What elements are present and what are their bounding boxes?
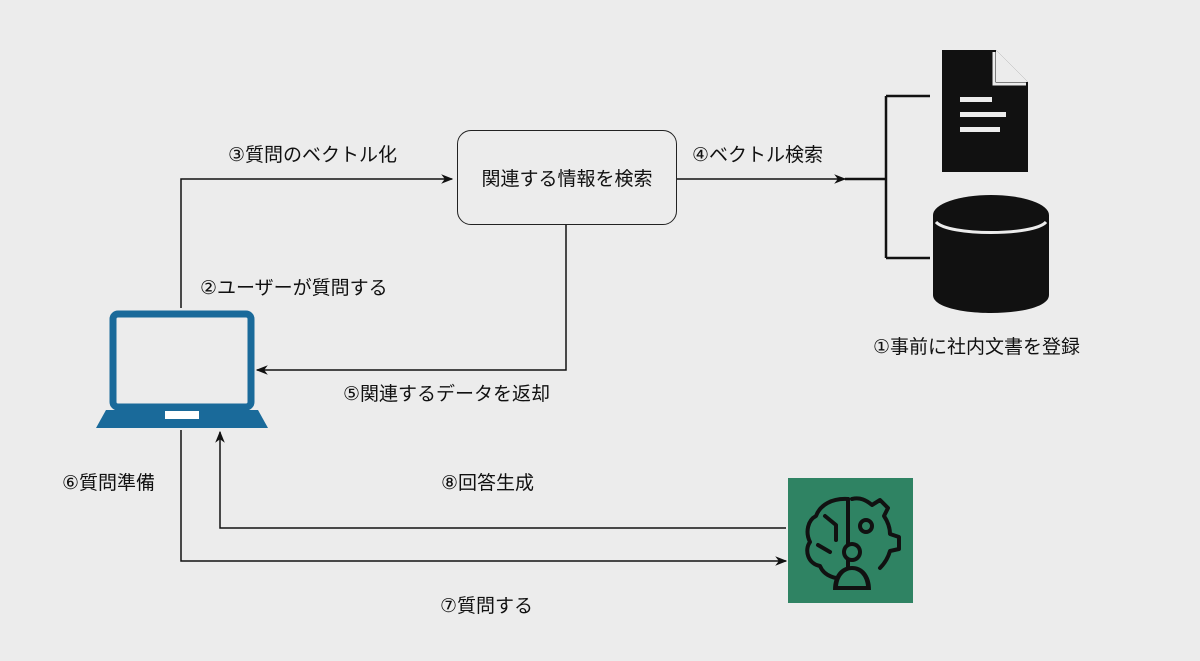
label-step2: ②ユーザーが質問する <box>200 277 388 299</box>
document-icon <box>942 50 1028 172</box>
process-box-label: 関連する情報を検索 <box>481 168 653 190</box>
arrow-step7-ask <box>180 430 788 566</box>
laptop-icon <box>96 310 268 428</box>
label-step5: ⑤関連するデータを返却 <box>343 383 551 405</box>
process-box-search: 関連する情報を検索 <box>457 130 677 225</box>
arrow-step3-vectorize <box>180 174 454 308</box>
ai-brain-gear-icon <box>788 478 913 603</box>
label-step8: ⑧回答生成 <box>441 472 535 494</box>
label-step3: ③質問のベクトル化 <box>228 144 398 166</box>
database-icon <box>933 195 1049 313</box>
storage-bracket <box>845 94 930 260</box>
arrow-step8-answer <box>215 430 786 529</box>
label-step6: ⑥質問準備 <box>62 472 156 494</box>
label-step7: ⑦質問する <box>440 595 534 617</box>
label-step4: ④ベクトル検索 <box>692 144 824 166</box>
arrow-step5-return-data <box>255 225 567 375</box>
label-step1: ①事前に社内文書を登録 <box>873 336 1081 358</box>
